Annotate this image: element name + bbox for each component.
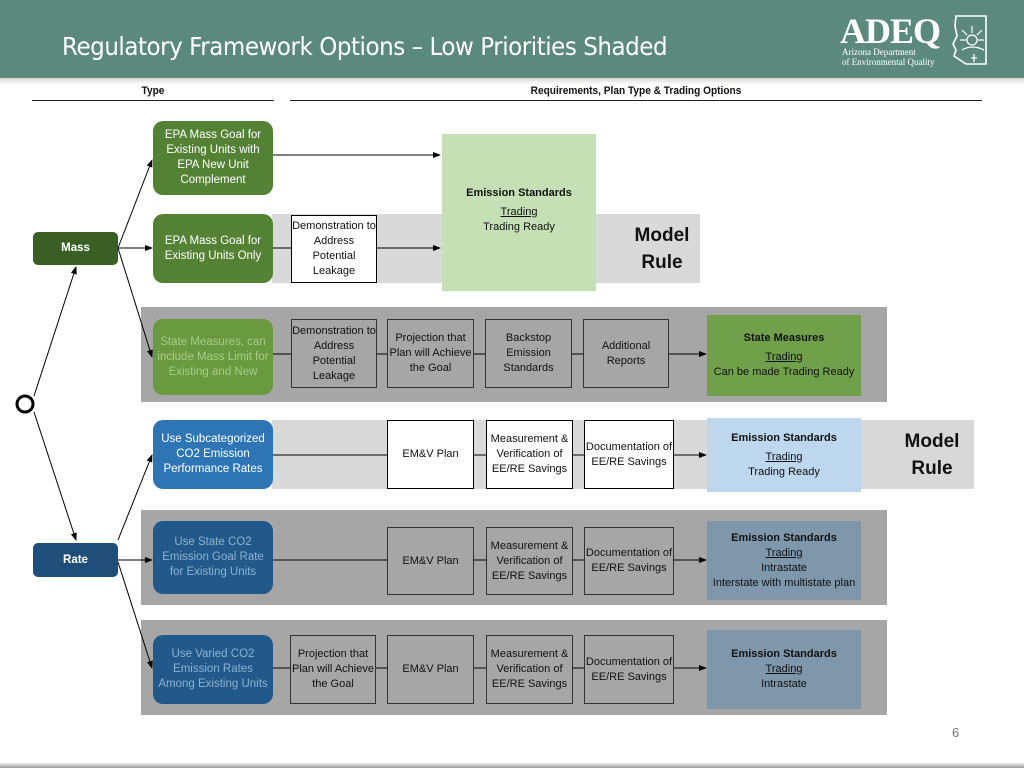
column-rule-type xyxy=(32,100,274,101)
result-trading-label: Trading xyxy=(765,663,803,675)
step-projection-achieve-goal: Projection that Plan will Achieve the Go… xyxy=(290,635,376,704)
step-measurement-verification: Measurement & Verification of EE/RE Savi… xyxy=(486,420,573,489)
step-documentation-savings: Documentation of EE/RE Savings xyxy=(584,527,674,595)
result-trading-label: Trading xyxy=(765,450,803,463)
column-rule-requirements xyxy=(290,100,982,101)
logo-acronym: ADEQ xyxy=(840,11,941,51)
result-title: State Measures xyxy=(743,332,825,344)
type-rate[interactable]: Rate xyxy=(33,543,118,577)
option-epa-mass-goal-existing-only[interactable]: EPA Mass Goal for Existing Units Only xyxy=(153,214,273,283)
bottom-border xyxy=(0,762,1024,768)
column-heading-type: Type xyxy=(141,85,165,97)
result-line: Trading Ready xyxy=(483,221,555,233)
arizona-map-sun-icon xyxy=(952,15,987,65)
result-emission-standards-state-rate: Emission Standards Trading Intrastate In… xyxy=(707,521,861,600)
model-rule-label-mass: Model Rule xyxy=(620,222,704,276)
step-emv-plan: EM&V Plan xyxy=(387,635,474,704)
step-emv-plan: EM&V Plan xyxy=(387,527,474,595)
result-title: Emission Standards xyxy=(466,187,572,199)
result-trading-label: Trading xyxy=(765,351,803,363)
option-state-goal-rate[interactable]: Use State CO2 Emission Goal Rate for Exi… xyxy=(153,521,273,594)
result-line: Trading Ready xyxy=(748,465,820,478)
type-mass[interactable]: Mass xyxy=(33,232,118,265)
result-trading-label: Trading xyxy=(765,546,803,559)
start-circle-icon xyxy=(15,394,35,414)
step-emv-plan: EM&V Plan xyxy=(387,420,474,489)
adeq-logo: ADEQ Arizona Department of Environmental… xyxy=(840,10,990,68)
step-demonstration-leakage: Demonstration to Address Potential Leaka… xyxy=(291,319,377,388)
model-rule-line-1: Model xyxy=(904,431,960,452)
arrow-mass-to-option-1 xyxy=(117,159,153,249)
result-title: Emission Standards xyxy=(731,431,837,444)
header-shadow xyxy=(0,78,1024,84)
result-state-measures: State Measures Trading Can be made Tradi… xyxy=(707,315,861,396)
result-line: Intrastate xyxy=(761,561,807,574)
step-additional-reports: Additional Reports xyxy=(583,319,669,388)
result-line: Intrastate xyxy=(761,678,807,690)
model-rule-line-1: Model xyxy=(634,225,690,246)
option-subcategorized-rates[interactable]: Use Subcategorized CO2 Emission Performa… xyxy=(153,420,273,489)
result-line: Can be made Trading Ready xyxy=(713,366,855,378)
option-state-measures[interactable]: State Measures, can include Mass Limit f… xyxy=(153,319,273,395)
arrow-root-to-rate xyxy=(33,411,77,541)
step-measurement-verification: Measurement & Verification of EE/RE Savi… xyxy=(486,527,573,595)
result-emission-standards-rate: Emission Standards Trading Trading Ready xyxy=(707,418,861,492)
step-projection-achieve-goal: Projection that Plan will Achieve the Go… xyxy=(387,319,474,388)
step-demonstration-leakage: Demonstration to Address Potential Leaka… xyxy=(291,215,377,283)
logo-line-1: Arizona Department xyxy=(842,47,916,57)
step-backstop-emission-standards: Backstop Emission Standards xyxy=(485,319,572,388)
result-emission-standards-mass: Emission Standards Trading Trading Ready xyxy=(442,134,596,291)
logo-subtitle: Arizona Department of Environmental Qual… xyxy=(842,47,934,67)
arrow-root-to-mass xyxy=(33,266,77,397)
result-title: Emission Standards xyxy=(731,531,837,544)
column-heading-requirements: Requirements, Plan Type & Trading Option… xyxy=(530,85,742,97)
result-title: Emission Standards xyxy=(731,648,837,660)
model-rule-line-2: Rule xyxy=(641,252,683,273)
option-epa-mass-goal-with-new-units[interactable]: EPA Mass Goal for Existing Units with EP… xyxy=(153,121,273,195)
model-rule-label-rate: Model Rule xyxy=(890,428,974,482)
step-measurement-verification: Measurement & Verification of EE/RE Savi… xyxy=(486,635,573,704)
result-line: Interstate with multistate plan xyxy=(712,576,856,589)
result-emission-standards-varied-rate: Emission Standards Trading Intrastate xyxy=(707,630,861,709)
option-varied-rates[interactable]: Use Varied CO2 Emission Rates Among Exis… xyxy=(153,635,273,704)
slide-title: Regulatory Framework Options – Low Prior… xyxy=(62,32,668,61)
slide-header: Regulatory Framework Options – Low Prior… xyxy=(0,0,1024,78)
page-number: 6 xyxy=(952,725,960,740)
result-trading-label: Trading xyxy=(500,206,538,218)
model-rule-line-2: Rule xyxy=(911,458,953,479)
step-documentation-savings: Documentation of EE/RE Savings xyxy=(584,635,674,704)
logo-line-2: of Environmental Quality xyxy=(842,57,935,67)
step-documentation-savings: Documentation of EE/RE Savings xyxy=(584,420,674,489)
